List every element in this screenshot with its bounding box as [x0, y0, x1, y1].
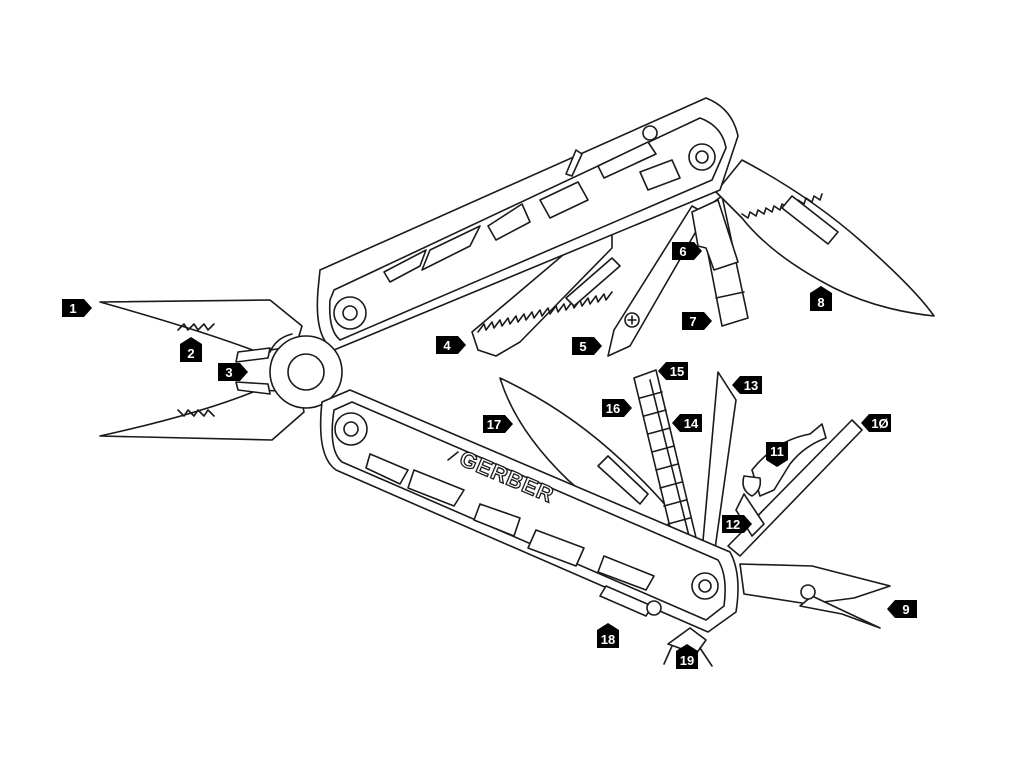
- callout-4: 4: [436, 336, 466, 354]
- callout-17: 17: [483, 415, 513, 433]
- callout-19: 19: [676, 644, 698, 669]
- needle-nose-pliers: [99, 299, 305, 441]
- serrated-knife: [715, 159, 935, 317]
- lower-handle: [319, 389, 739, 633]
- callout-8: 8: [810, 286, 832, 311]
- callout-18: 18: [597, 623, 619, 648]
- callout-2: 2: [180, 337, 202, 362]
- callout-6: 6: [672, 242, 702, 260]
- callout-3: 3: [218, 363, 248, 381]
- saw-blade: [471, 221, 621, 357]
- can-opener: [727, 419, 863, 557]
- callout-10: 1Ø: [861, 414, 891, 432]
- callout-5: 5: [572, 337, 602, 355]
- callout-9: 9: [887, 600, 917, 618]
- callout-13: 13: [732, 376, 762, 394]
- callout-1: 1: [62, 299, 92, 317]
- scissors: [739, 563, 891, 629]
- callout-11: 11: [766, 442, 788, 467]
- callout-15: 15: [658, 362, 688, 380]
- callout-7: 7: [682, 312, 712, 330]
- callout-16: 16: [602, 399, 632, 417]
- callout-12: 12: [722, 515, 752, 533]
- upper-handle: [316, 97, 739, 351]
- callout-14: 14: [672, 414, 702, 432]
- pivot-hub: [269, 333, 343, 409]
